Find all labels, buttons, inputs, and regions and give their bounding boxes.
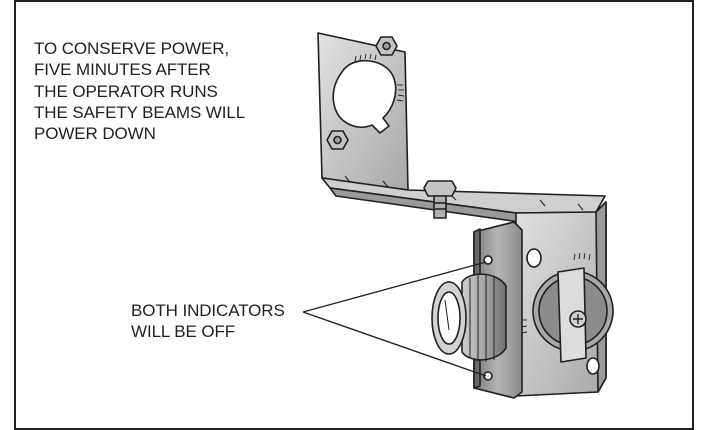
caption-line: POWER DOWN [34,124,156,144]
upright-scale-ticks [354,53,405,102]
plate-hole-top [526,248,542,268]
callout-line: BOTH INDICATORS [131,301,285,320]
callout-line: WILL BE OFF [131,322,236,342]
caption-line: THE OPERATOR RUNS [34,81,218,101]
callout-leader-lines [302,261,487,377]
lens-face [437,291,461,345]
safety-beam-sensor [431,221,614,399]
caption-line: THE SAFETY BEAMS WILL [34,102,246,122]
lens-ribs [469,274,495,362]
caption-line: TO CONSERVE POWER, [34,39,229,58]
upright-bolt-bottom [326,130,349,150]
indicators-callout: BOTH INDICATORS WILL BE OFF [131,300,285,343]
plate-hole-bottom [586,357,600,375]
upright-bolt-top [375,36,398,56]
shelf-nut [423,180,457,219]
power-down-caption: TO CONSERVE POWER, FIVE MINUTES AFTER TH… [34,38,314,144]
keyhole-cutout [332,59,397,134]
caption-line: FIVE MINUTES AFTER [34,60,211,80]
